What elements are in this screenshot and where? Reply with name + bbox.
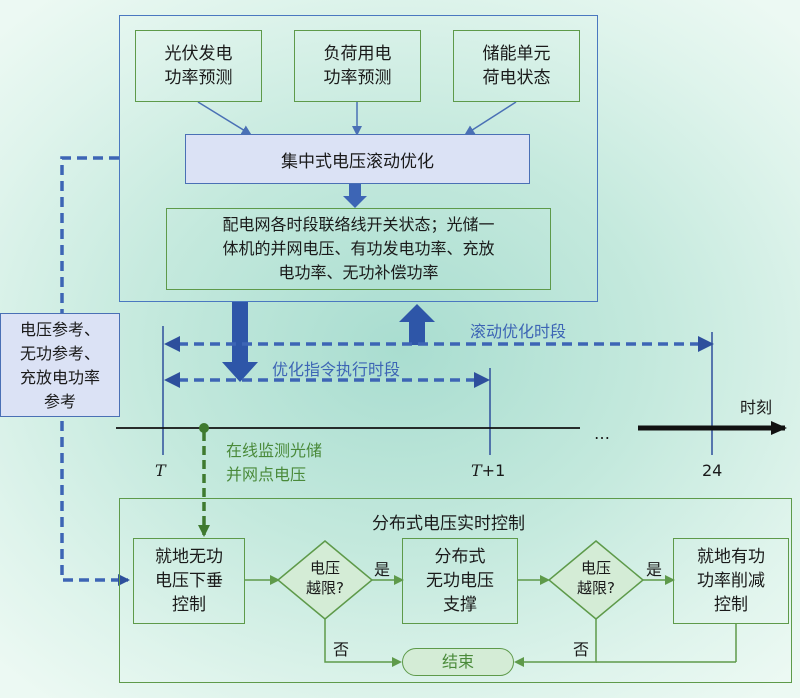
axis-label: 时刻 xyxy=(740,398,773,417)
decision-2-diamond xyxy=(547,540,645,620)
arrow-pv-to-opt xyxy=(197,101,252,136)
decision-2-label: 电压 越限? xyxy=(577,559,615,597)
distributed-reactive-support-box: 分布式 无功电压 支撑 xyxy=(402,538,518,624)
decision-1-label: 电压 越限? xyxy=(306,559,344,597)
load-forecast-box: 负荷用电 功率预测 xyxy=(294,30,421,102)
monitor-point xyxy=(199,423,209,433)
distributed-title: 分布式电压实时控制 xyxy=(372,514,525,534)
pv-forecast-box: 光伏发电 功率预测 xyxy=(135,30,262,102)
optimization-box: 集中式电压滚动优化 xyxy=(185,134,530,184)
decision-2-yes: 是 xyxy=(646,560,663,579)
decision-1-no: 否 xyxy=(333,640,350,659)
block-arrow-up xyxy=(399,304,435,345)
centralized-panel xyxy=(119,15,598,302)
rolling-period-label: 滚动优化时段 xyxy=(470,322,567,341)
soc-box: 储能单元 荷电状态 xyxy=(453,30,580,102)
arrow-soc-to-opt xyxy=(464,101,517,136)
axis-ellipsis: … xyxy=(594,424,610,443)
local-reactive-droop-box: 就地无功 电压下垂 控制 xyxy=(133,538,245,624)
block-arrow-down xyxy=(222,302,258,382)
tick-T-label: T xyxy=(155,461,166,480)
reference-box: 电压参考、 无功参考、 充放电功率 参考 xyxy=(0,313,120,417)
arrow-d1-no-to-end xyxy=(324,618,402,667)
local-active-curtail-box: 就地有功 功率削减 控制 xyxy=(673,538,789,624)
reference-path xyxy=(60,156,130,586)
end-terminal: 结束 xyxy=(402,648,514,676)
tick-T1-base: T xyxy=(471,461,482,480)
tick-T1-label: T+1 xyxy=(471,461,505,480)
optimization-output-box: 配电网各时段联络线开关状态；光储一 体机的并网电压、有功发电功率、充放 电功率、… xyxy=(166,208,551,290)
exec-period-label: 优化指令执行时段 xyxy=(272,360,401,379)
decision-1-diamond xyxy=(276,540,374,620)
distributed-panel xyxy=(119,498,792,683)
block-arrow-opt-to-output xyxy=(343,184,367,208)
tick-24-label: 24 xyxy=(702,461,723,480)
tick-T1-suffix: +1 xyxy=(481,461,506,480)
monitor-label: 在线监测光储 并网点电压 xyxy=(226,441,323,484)
decision-1-yes: 是 xyxy=(374,560,391,579)
decision-2-no: 否 xyxy=(573,640,590,659)
